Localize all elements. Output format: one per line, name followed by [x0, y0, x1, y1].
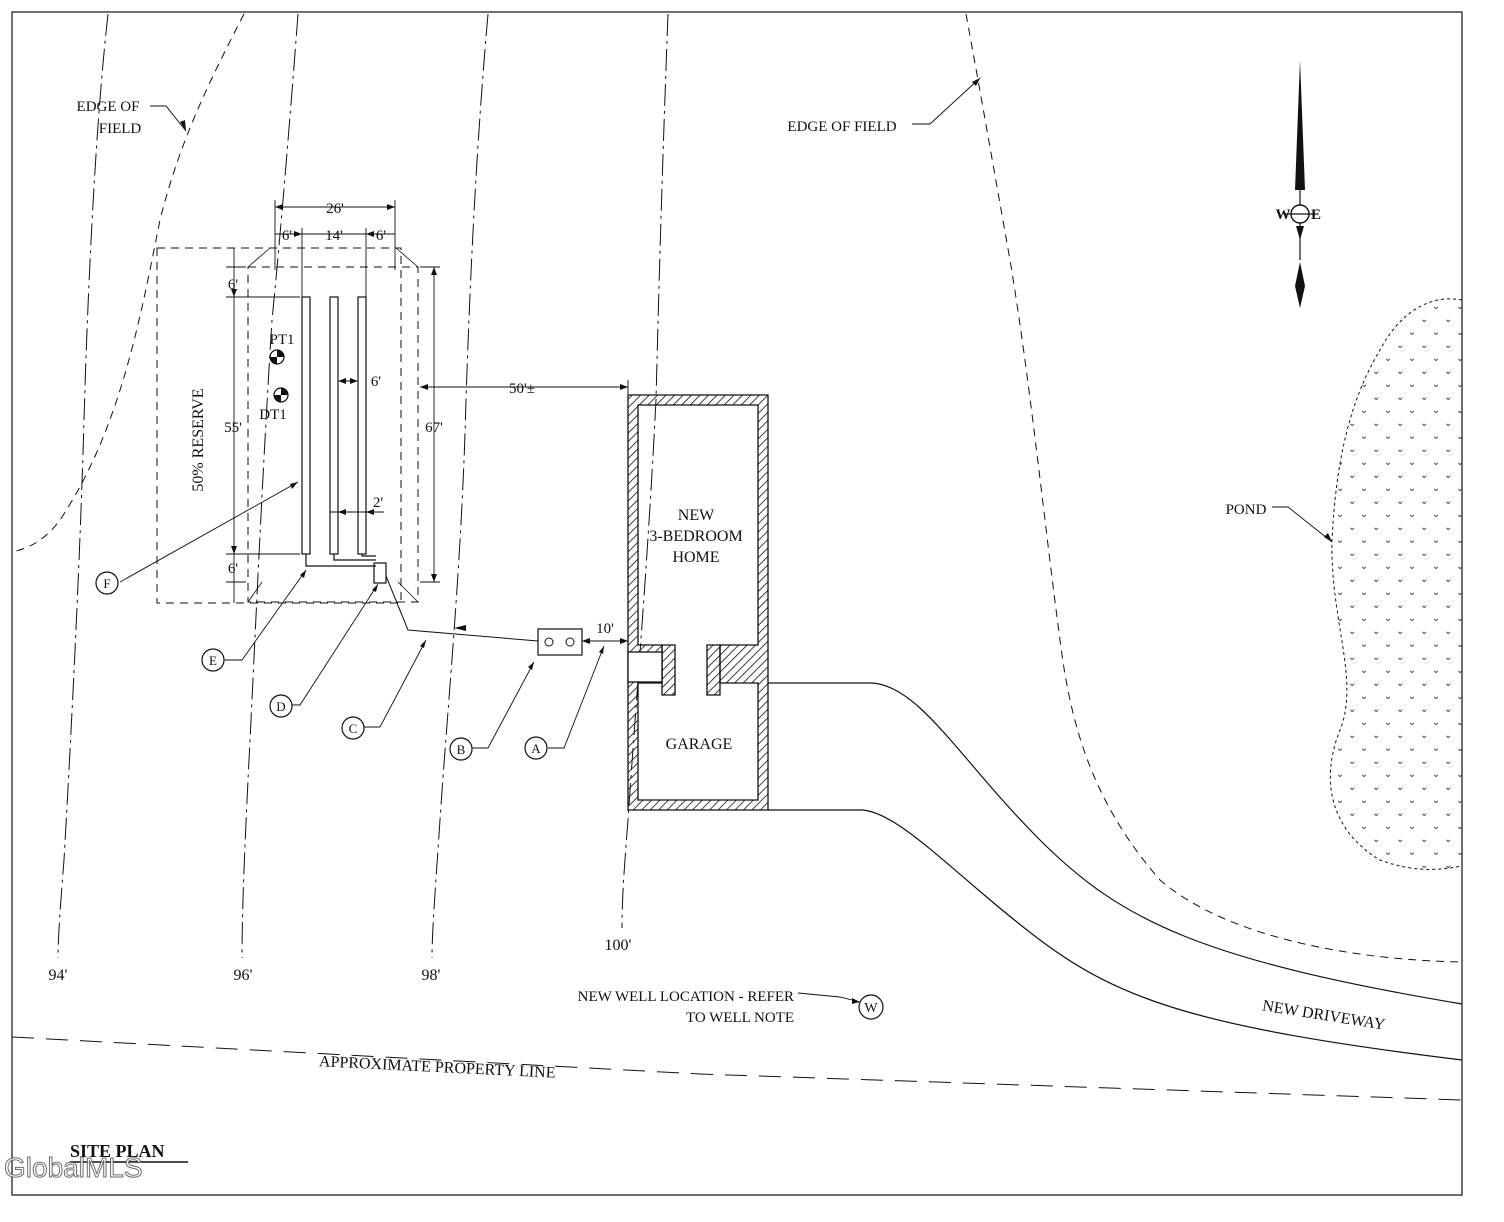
reserve-area	[156, 247, 402, 604]
septic-tank	[537, 628, 583, 656]
pond	[1329, 298, 1463, 870]
dim-to-house: 50'±	[509, 381, 535, 397]
callout-b: B	[457, 742, 466, 757]
home-label-line1: NEW	[678, 507, 715, 524]
dimension-lines	[226, 200, 629, 603]
property-line-label: APPROXIMATE PROPERTY LINE	[319, 1053, 556, 1082]
dt1-label: DT1	[259, 407, 287, 423]
watermark: GlobalMLS	[4, 1152, 143, 1183]
new-driveway-label: NEW DRIVEWAY	[1261, 997, 1387, 1033]
callout-f-circle	[95, 571, 119, 595]
callout-f: F	[103, 576, 110, 591]
dim-trench-width: 2'	[373, 495, 384, 511]
trench-3	[357, 296, 367, 555]
trench-1	[301, 296, 311, 555]
dim-side-left: 6'	[282, 228, 293, 244]
dim-top-offset: 6'	[228, 277, 239, 293]
dim-center: 14'	[325, 228, 343, 244]
trench-2	[329, 296, 339, 555]
callout-c: C	[349, 721, 358, 736]
dim-width-total: 26'	[326, 201, 344, 217]
callout-c-circle	[341, 716, 365, 740]
driveway	[768, 682, 1463, 1061]
absorption-field	[247, 247, 419, 603]
callout-e: E	[209, 653, 217, 668]
dim-length-outer: 67'	[425, 420, 443, 436]
callout-d-circle	[269, 694, 293, 718]
north-arrow	[1284, 60, 1316, 308]
distribution-box	[373, 562, 387, 584]
edge-of-field-right-label: EDGE OF FIELD	[787, 119, 896, 135]
dim-trench-spacing: 6'	[371, 374, 382, 390]
pond-label: POND	[1226, 502, 1267, 518]
contour-lines	[57, 13, 669, 959]
garage-label: GARAGE	[666, 736, 733, 753]
pt1-label: PT1	[269, 332, 294, 348]
dim-bottom-offset: 6'	[228, 561, 239, 577]
callout-d: D	[276, 699, 285, 714]
callout-e-circle	[201, 648, 225, 672]
callout-a: A	[531, 741, 541, 756]
property-line	[11, 1036, 1463, 1101]
edge-of-field-lines	[11, 13, 1463, 963]
callout-a-circle	[524, 736, 548, 760]
home-label-line3: HOME	[672, 549, 719, 566]
contour-label-100: 100'	[605, 937, 632, 954]
site-plan-title: SITE PLAN	[70, 1141, 165, 1161]
edge-of-field-left-line1: EDGE OF	[77, 99, 140, 115]
callout-w: W	[864, 1001, 878, 1016]
reserve-label: 50% RESERVE	[190, 388, 207, 491]
compass-east: E	[1311, 207, 1321, 223]
edge-of-field-left-line2: FIELD	[99, 121, 142, 137]
sewer-line	[385, 575, 539, 642]
contour-label-96: 96'	[234, 967, 253, 984]
callout-w-circle	[858, 994, 884, 1020]
home-label-line2: 3-BEDROOM	[649, 528, 742, 545]
contour-label-98: 98'	[422, 967, 441, 984]
well-note-line1: NEW WELL LOCATION - REFER	[578, 989, 794, 1005]
well-note-line2: TO WELL NOTE	[686, 1010, 794, 1026]
dim-tank-to-house: 10'	[596, 621, 614, 637]
compass-west: W	[1276, 207, 1291, 223]
dimension-arrows	[231, 204, 628, 582]
dim-length-inner: 55'	[224, 420, 242, 436]
contour-label-94: 94'	[49, 967, 68, 984]
callout-b-circle	[449, 737, 473, 761]
test-holes	[269, 349, 289, 403]
dim-side-right: 6'	[376, 228, 387, 244]
